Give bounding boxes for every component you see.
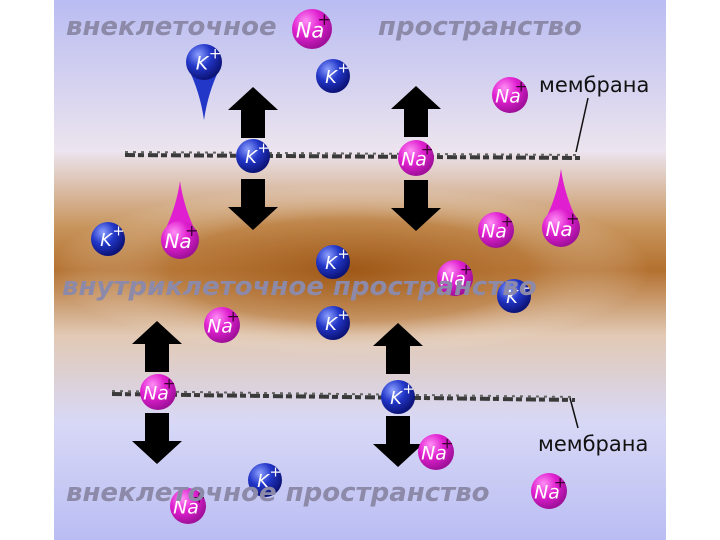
ion-symbol: K <box>245 147 258 168</box>
ion-body <box>478 212 514 248</box>
potassium-ion: K+ <box>248 463 282 497</box>
sodium-ion: Na+ <box>161 181 199 259</box>
potassium-ion: K+ <box>316 59 350 93</box>
sodium-ion: Na+ <box>140 374 176 410</box>
ion-body <box>248 463 282 497</box>
ion-body <box>531 473 567 509</box>
ion-charge: + <box>338 308 350 324</box>
extracellular-label-top-left: внеклеточное <box>66 12 277 42</box>
ion-charge: + <box>338 247 350 263</box>
ion-body <box>170 488 206 524</box>
ion-charge: + <box>566 209 580 228</box>
ion-body <box>316 245 350 279</box>
sodium-ion: Na+ <box>542 169 580 247</box>
ion-symbol: Na <box>296 18 325 42</box>
ion-symbol: Na <box>534 482 560 504</box>
ion-drop-tail <box>187 67 221 120</box>
ion-charge: + <box>317 10 331 30</box>
ion-symbol: K <box>100 230 113 251</box>
ion-symbol: K <box>325 67 338 88</box>
sodium-ion: Na+ <box>531 473 567 509</box>
extracellular-label-top-right: пространство <box>378 12 582 42</box>
membrane-label-bottom: мембрана <box>538 432 649 456</box>
sodium-ion: Na+ <box>292 9 332 49</box>
ion-symbol: Na <box>207 316 233 338</box>
potassium-ion: K+ <box>236 139 270 173</box>
ion-charge: + <box>209 44 222 62</box>
ion-body <box>316 59 350 93</box>
ion-body <box>418 434 454 470</box>
ion-drop-tail <box>543 169 579 223</box>
ion-body <box>542 209 580 247</box>
ion-charge: + <box>193 488 206 506</box>
sodium-ion: Na+ <box>170 488 206 524</box>
ion-body <box>497 279 531 313</box>
sodium-ion: Na+ <box>478 212 514 248</box>
potassium-ion: K+ <box>186 44 222 120</box>
ion-symbol: Na <box>495 86 521 108</box>
ion-body <box>292 9 332 49</box>
ion-body <box>140 374 176 410</box>
ion-charge: + <box>113 224 125 240</box>
ion-symbol: K <box>506 287 519 308</box>
extracellular-label-bottom: внеклеточное пространство <box>66 478 490 508</box>
ion-symbol: K <box>257 471 270 492</box>
potassium-ion: K+ <box>316 306 350 340</box>
potassium-ion: K+ <box>91 222 125 256</box>
ion-charge: + <box>441 434 454 452</box>
membrane-bottom <box>111 390 576 402</box>
ion-charge: + <box>554 473 567 491</box>
ion-symbol: K <box>390 388 403 409</box>
ion-body <box>398 140 434 176</box>
ion-charge: + <box>258 141 270 157</box>
ion-symbol: Na <box>421 443 447 465</box>
ion-body <box>204 307 240 343</box>
ion-body <box>91 222 125 256</box>
ion-charge: + <box>185 221 199 240</box>
ion-body <box>381 380 415 414</box>
sodium-ion: Na+ <box>204 307 240 343</box>
ion-charge: + <box>421 140 434 158</box>
ion-symbol: K <box>325 314 338 335</box>
ion-body <box>236 139 270 173</box>
ions-layer: Na+K+K+Na+K+Na+K+Na+Na+Na+K+Na+K+Na+K+Na… <box>91 9 580 524</box>
ion-charge: + <box>227 307 240 325</box>
ion-symbol: Na <box>173 497 199 519</box>
ion-symbol: Na <box>401 149 427 171</box>
potassium-ion: K+ <box>497 279 531 313</box>
ion-symbol: Na <box>481 221 507 243</box>
ion-symbol: Na <box>545 218 572 241</box>
ion-charge: + <box>338 61 350 77</box>
sodium-ion: Na+ <box>492 77 528 113</box>
sodium-ion: Na+ <box>418 434 454 470</box>
ion-symbol: Na <box>143 383 169 405</box>
ion-charge: + <box>515 77 528 95</box>
sodium-ion: Na+ <box>398 140 434 176</box>
ion-drop-tail <box>162 181 198 235</box>
ion-charge: + <box>163 374 176 392</box>
membrane-bottom-pointer <box>569 397 579 429</box>
ion-body <box>492 77 528 113</box>
membrane-label-top: мембрана <box>539 73 650 97</box>
ion-charge: + <box>460 260 473 278</box>
potassium-ion: K+ <box>316 245 350 279</box>
ion-symbol: K <box>196 53 210 75</box>
ion-symbol: K <box>325 253 338 274</box>
ion-charge: + <box>270 465 282 481</box>
ion-body <box>161 221 199 259</box>
potassium-ion: K+ <box>381 380 415 414</box>
ion-body <box>437 260 473 296</box>
membrane-top-pointer <box>575 97 589 153</box>
sodium-ion: Na+ <box>437 260 473 296</box>
membrane-top <box>124 151 581 160</box>
ion-symbol: Na <box>440 269 466 291</box>
intracellular-label: внутриклеточное пространство <box>62 272 537 302</box>
ion-charge: + <box>519 281 531 297</box>
ion-symbol: Na <box>164 230 191 253</box>
ion-body <box>316 306 350 340</box>
ion-body <box>186 44 222 80</box>
ion-charge: + <box>403 382 415 398</box>
ion-charge: + <box>501 212 514 230</box>
